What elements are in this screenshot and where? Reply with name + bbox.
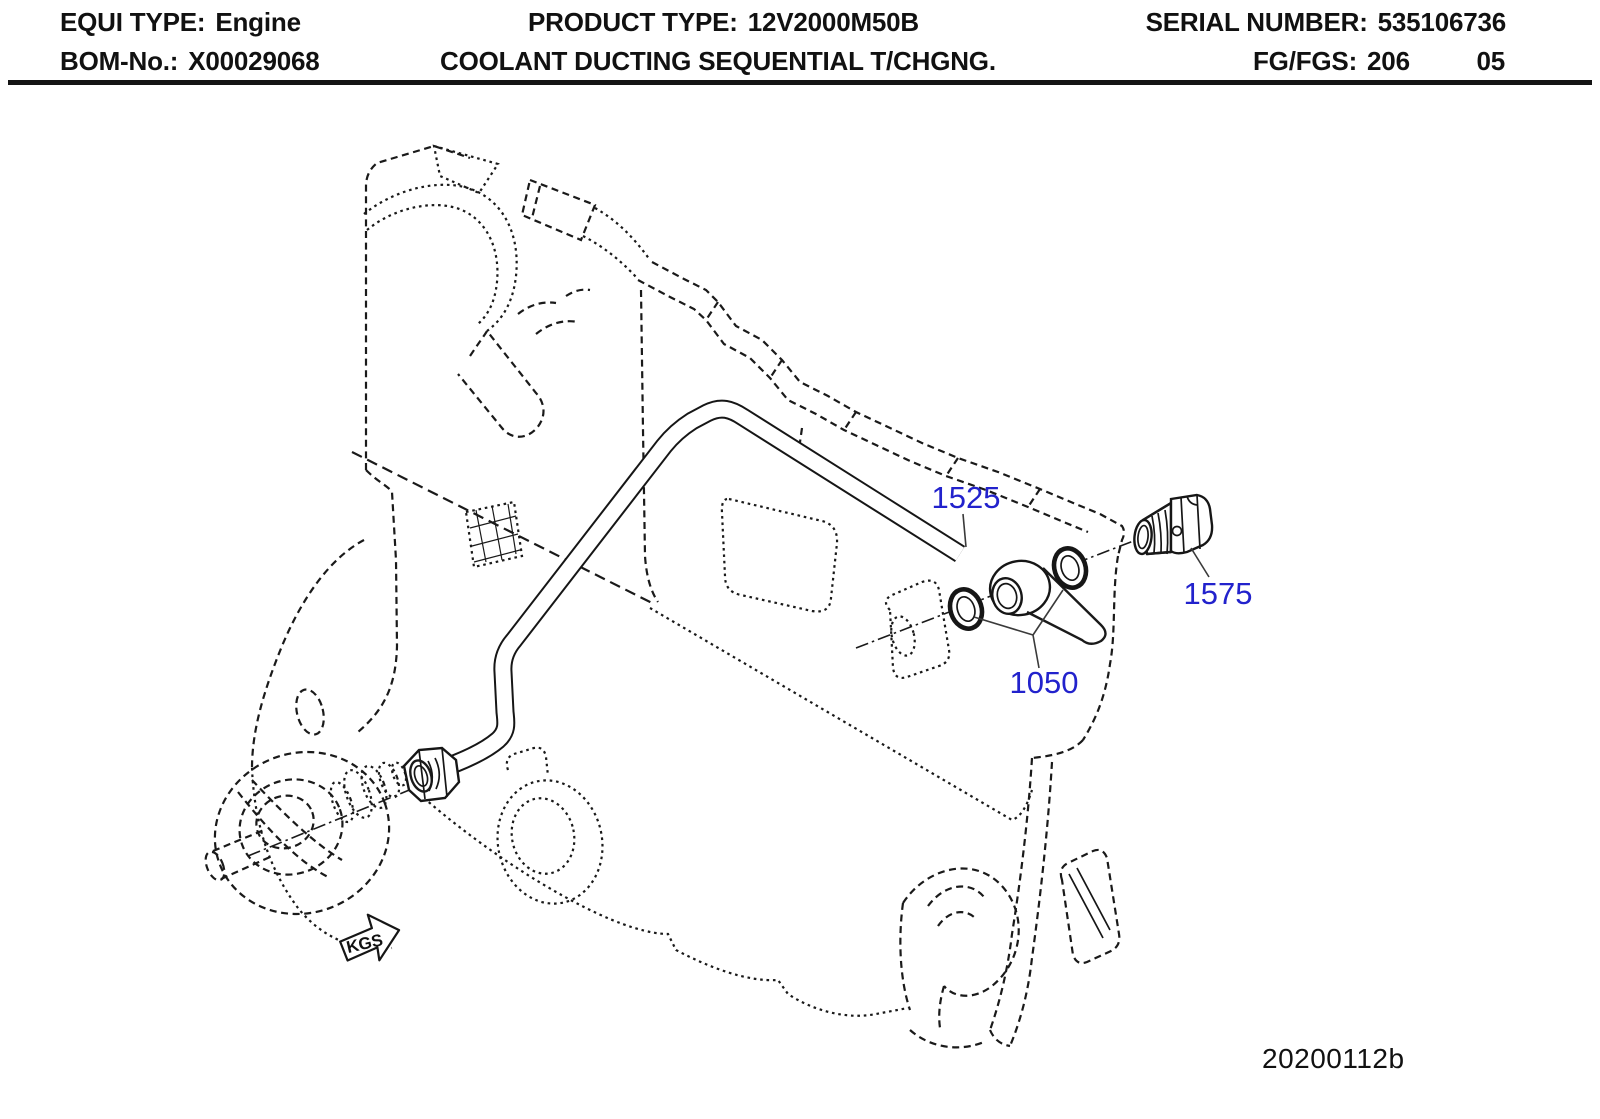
serial-number-label: SERIAL NUMBER: bbox=[1145, 7, 1368, 37]
bom-value: X00029068 bbox=[188, 46, 320, 76]
equi-type-cell: EQUI TYPE: Engine bbox=[60, 7, 301, 38]
sheet-number: 05 bbox=[1476, 46, 1505, 76]
serial-number-cell: SERIAL NUMBER: 535106736 bbox=[1145, 7, 1507, 38]
serial-number-value: 535106736 bbox=[1377, 7, 1507, 37]
kgs-arrow-icon: KGS bbox=[339, 913, 401, 962]
fg-fgs-cell: FG/FGS: 206 bbox=[1253, 46, 1410, 77]
product-type-value: 12V2000M50B bbox=[747, 7, 920, 37]
fg-fgs-value: 206 bbox=[1367, 46, 1410, 76]
product-type-cell: PRODUCT TYPE: 12V2000M50B bbox=[528, 7, 919, 38]
callout-pipe[interactable]: 1525 bbox=[932, 480, 1001, 515]
equi-type-value: Engine bbox=[215, 7, 301, 37]
page-title: COOLANT DUCTING SEQUENTIAL T/CHGNG. bbox=[440, 46, 996, 76]
sealing-ring-right bbox=[1051, 546, 1089, 590]
callout-hollow-screw[interactable]: 1575 bbox=[1184, 576, 1253, 611]
leader-lines bbox=[962, 513, 1210, 669]
header-divider bbox=[8, 80, 1592, 85]
callout-sealing-ring[interactable]: 1050 bbox=[1010, 665, 1079, 700]
hollow-screw bbox=[1133, 493, 1214, 556]
equi-type-label: EQUI TYPE: bbox=[60, 7, 206, 37]
coolant-pipe bbox=[428, 399, 966, 782]
drawing-code: 20200112b bbox=[1262, 1043, 1405, 1074]
engine-outline bbox=[204, 144, 1126, 1049]
hatch-patch bbox=[469, 503, 521, 563]
banjo-fitting bbox=[988, 559, 1107, 645]
fg-fgs-label: FG/FGS: bbox=[1253, 46, 1358, 76]
product-type-label: PRODUCT TYPE: bbox=[528, 7, 738, 37]
crank-pulley bbox=[204, 750, 391, 916]
threaded-adapter bbox=[329, 761, 408, 824]
sealing-ring-left bbox=[947, 587, 985, 631]
pipe-union-nut bbox=[402, 746, 461, 803]
bom-label: BOM-No.: bbox=[60, 46, 179, 76]
bom-cell: BOM-No.: X00029068 bbox=[60, 46, 320, 77]
